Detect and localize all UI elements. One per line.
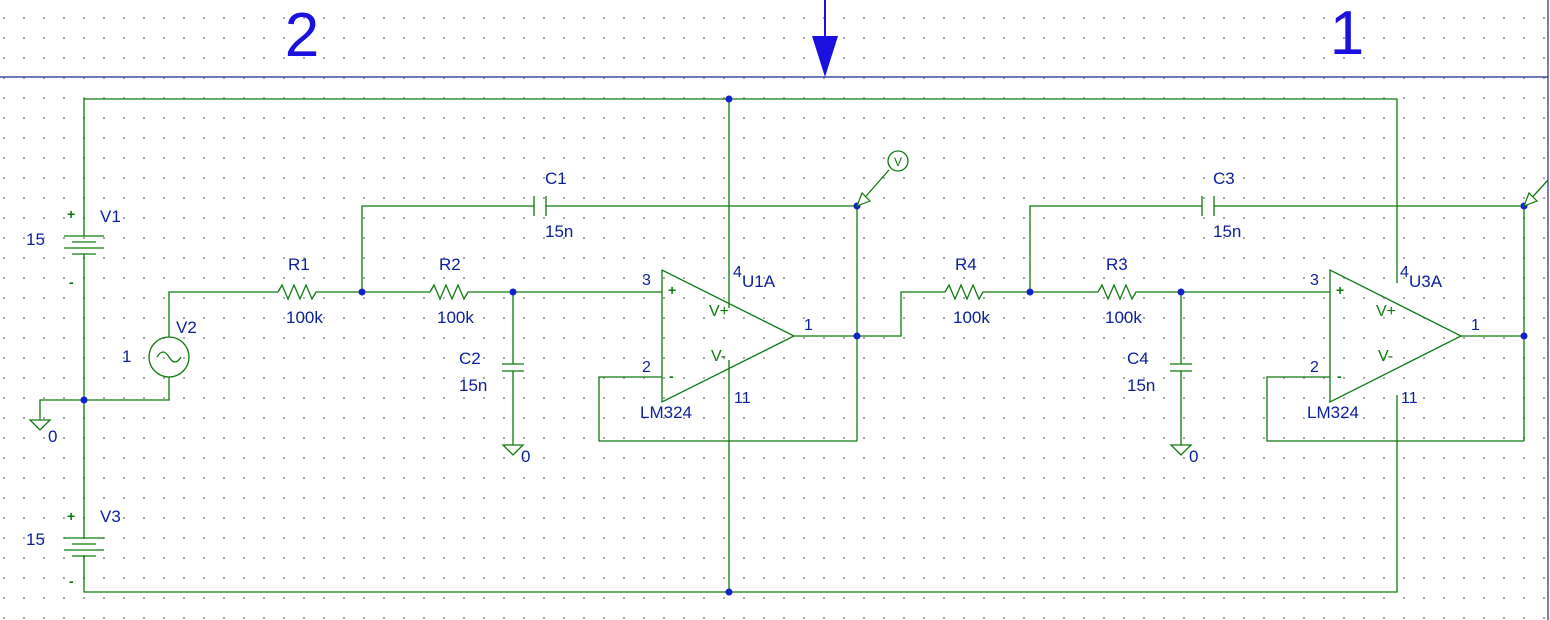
wire-u1-feedback [598, 376, 857, 442]
ground-label: 0 [1189, 447, 1198, 466]
zone-label-left: 2 [285, 1, 319, 70]
ground-symbol: 0 [28, 419, 57, 446]
v1-value: 15 [26, 230, 45, 249]
wire-u3-feedback [1266, 376, 1524, 442]
u1-pin-out: 1 [804, 317, 813, 334]
junction-dot [1026, 288, 1034, 296]
zone-arrow-marker [812, 0, 838, 77]
ground-label: 0 [521, 447, 530, 466]
u3-ref: U3A [1409, 272, 1443, 291]
u1-vplus-label: V+ [709, 303, 729, 320]
c2-name: C2 [459, 349, 481, 368]
zone-label-right: 1 [1330, 0, 1364, 68]
wire-ground-v1 [39, 399, 84, 420]
junction-dot [725, 95, 733, 103]
opamp-u3a[interactable]: + - V+ V- 3 2 1 4 11 U3A LM324 [1307, 264, 1480, 422]
v3-plus: + [67, 508, 75, 524]
u3-pin-plus: 3 [1310, 272, 1319, 289]
junction-dot [509, 288, 517, 296]
v1-plus: + [67, 206, 75, 222]
c4-name: C4 [1127, 349, 1149, 368]
resistor-r3[interactable]: R3 100k [1097, 255, 1142, 327]
probe-label: V [894, 155, 902, 169]
v2-name: V2 [176, 318, 197, 337]
capacitor-c2[interactable]: C2 15n [459, 349, 524, 395]
wire-top-rail [83, 98, 1398, 283]
u1-pin-vminus: 11 [734, 390, 751, 407]
v3-value: 15 [26, 530, 45, 549]
u3-minus-sign: - [1337, 368, 1342, 384]
u1-pin-minus: 2 [642, 359, 651, 376]
u3-plus-sign: + [1336, 282, 1344, 298]
resistor-r2[interactable]: R2 100k [429, 255, 474, 327]
resistor-r4[interactable]: R4 100k [944, 255, 990, 327]
r3-name: R3 [1106, 255, 1128, 274]
u3-vminus-label: V- [1378, 348, 1393, 365]
c4-value: 15n [1127, 376, 1155, 395]
c1-name: C1 [545, 169, 567, 188]
u3-part: LM324 [1307, 403, 1359, 422]
r2-value: 100k [437, 308, 474, 327]
wire-c1-left [361, 205, 534, 292]
u1-pin-vplus: 4 [733, 264, 742, 281]
c2-value: 15n [459, 376, 487, 395]
junction-dot [80, 396, 88, 404]
u1-vminus-label: V- [711, 348, 726, 365]
c3-name: C3 [1213, 169, 1235, 188]
capacitor-c4[interactable]: C4 15n [1127, 349, 1192, 395]
battery-v3[interactable]: V3 15 + - [26, 507, 121, 589]
ground-symbol: 0 [501, 444, 530, 466]
junction-dot [1177, 288, 1185, 296]
u1-part: LM324 [640, 403, 692, 422]
ground-label: 0 [48, 427, 57, 446]
v1-name: V1 [100, 207, 121, 226]
c3-value: 15n [1213, 222, 1241, 241]
v3-name: V3 [100, 507, 121, 526]
junction-dot [1520, 332, 1528, 340]
wire-c3-left [1029, 205, 1202, 292]
u1-ref: U1A [742, 272, 776, 291]
junction-dot [725, 588, 733, 596]
u3-pin-vplus: 4 [1400, 264, 1409, 281]
r4-name: R4 [955, 255, 977, 274]
u3-pin-minus: 2 [1310, 359, 1319, 376]
wire-v2-ground [84, 377, 170, 401]
resistor-r1[interactable]: R1 100k [277, 255, 323, 327]
u3-pin-vminus: 11 [1401, 390, 1418, 407]
wire-u1-r4 [857, 291, 945, 337]
junction-dot [358, 288, 366, 296]
v3-minus: - [69, 573, 74, 589]
wire-v2-r1 [168, 291, 278, 337]
u1-minus-sign: - [669, 368, 674, 384]
v1-minus: - [69, 274, 74, 290]
capacitor-c1[interactable]: C1 15n [533, 169, 573, 241]
voltage-probe-marker[interactable]: V [855, 150, 909, 208]
r2-name: R2 [439, 255, 461, 274]
ground-symbol: 0 [1169, 444, 1198, 466]
r4-value: 100k [953, 308, 990, 327]
ac-source-v2[interactable]: V2 1 [122, 318, 197, 378]
opamp-u1a[interactable]: + - V+ V- 3 2 1 4 11 U1A LM324 [640, 264, 813, 422]
battery-v1[interactable]: V1 15 + - [26, 206, 121, 290]
voltage-probe-marker[interactable] [1522, 179, 1549, 208]
u1-pin-plus: 3 [642, 272, 651, 289]
u1-plus-sign: + [668, 282, 676, 298]
wire-bottom-rail [83, 395, 1398, 593]
wires [39, 98, 1525, 593]
v2-value: 1 [122, 347, 131, 366]
r1-name: R1 [288, 255, 310, 274]
u3-vplus-label: V+ [1376, 303, 1396, 320]
u3-pin-out: 1 [1471, 317, 1480, 334]
r3-value: 100k [1105, 308, 1142, 327]
r1-value: 100k [286, 308, 323, 327]
junctions [80, 95, 1528, 596]
c1-value: 15n [545, 222, 573, 241]
junction-dot [853, 332, 861, 340]
capacitor-c3[interactable]: C3 15n [1201, 169, 1241, 241]
